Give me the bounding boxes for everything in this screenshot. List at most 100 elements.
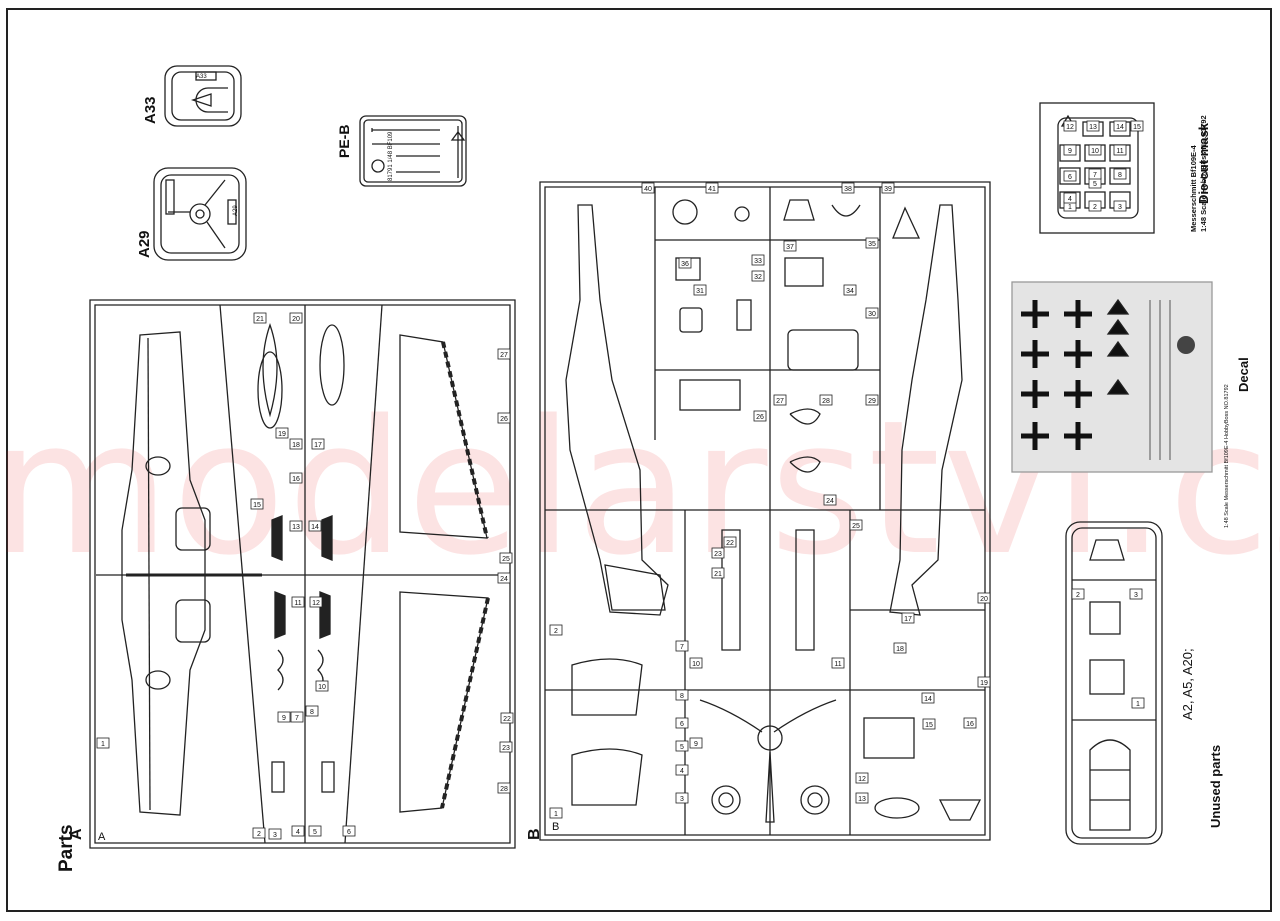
- part-number: 18: [292, 442, 300, 449]
- number-tag-box: [675, 792, 689, 804]
- number-tag-box: [675, 740, 689, 752]
- part-number: 9: [1068, 148, 1072, 155]
- number-tag-box: [711, 547, 725, 559]
- part-number: 27: [500, 352, 508, 359]
- number-tag-box: [308, 520, 322, 532]
- part-number: 40: [644, 186, 652, 193]
- part-number: 13: [858, 796, 866, 803]
- number-tag-box: [497, 782, 511, 794]
- a29-label: A29: [136, 230, 153, 258]
- decal-sheet: [1011, 281, 1213, 473]
- number-tag-box: [841, 182, 855, 194]
- number-tag-box: [723, 536, 737, 548]
- number-tag-box: [499, 741, 513, 753]
- number-tag-box: [1113, 120, 1127, 132]
- number-tag-box: [831, 657, 845, 669]
- part-number: 25: [502, 556, 510, 563]
- part-number: 9: [282, 715, 286, 722]
- number-tag-box: [497, 412, 511, 424]
- mask-title-line2: 1:48 Scale HobbyBoss NO.81792: [1199, 115, 1208, 232]
- number-tag-box: [675, 689, 689, 701]
- part-number: 3: [1134, 592, 1138, 599]
- number-tag-box: [881, 182, 895, 194]
- page-frame: [6, 8, 1272, 912]
- part-number: 12: [312, 600, 320, 607]
- part-number: 23: [502, 745, 510, 752]
- number-tag-box: [291, 596, 305, 608]
- part-number: 15: [1133, 124, 1141, 131]
- part-number: 14: [1116, 124, 1124, 131]
- decal-label: Decal: [1236, 357, 1251, 392]
- part-number: 36: [681, 261, 689, 268]
- number-tag-box: [675, 640, 689, 652]
- part-number: 21: [256, 316, 264, 323]
- pe-fret-text: 81791 1/48 BF109: [388, 131, 394, 181]
- part-number: 39: [884, 186, 892, 193]
- number-tag-box: [855, 772, 869, 784]
- part-number: 8: [1118, 172, 1122, 179]
- part-number: 32: [754, 274, 762, 281]
- part-number: 14: [311, 524, 319, 531]
- part-number: 10: [1091, 148, 1099, 155]
- unused-parts-label: Unused parts: [1208, 744, 1223, 828]
- number-tag-box: [977, 592, 991, 604]
- part-number: 15: [253, 502, 261, 509]
- part-number: 2: [257, 831, 261, 838]
- number-tag-box: [865, 237, 879, 249]
- number-tag-box: [823, 494, 837, 506]
- part-number: 4: [680, 768, 684, 775]
- part-number: 4: [1068, 196, 1072, 203]
- part-number: 2: [1076, 592, 1080, 599]
- part-number: 28: [500, 786, 508, 793]
- part-number: 10: [318, 684, 326, 691]
- number-tag-box: [1129, 588, 1143, 600]
- sprue-a: [89, 299, 516, 849]
- number-tag-box: [1071, 588, 1085, 600]
- number-tag-box: [250, 498, 264, 510]
- decal-sheet-text: 1:48 Scale Messerschmitt Bf109E-4 HobbyB…: [1224, 384, 1230, 528]
- part-number: 1: [554, 811, 558, 818]
- number-tag-box: [289, 438, 303, 450]
- number-tag-box: [711, 567, 725, 579]
- part-number: 8: [680, 693, 684, 700]
- number-tag-box: [705, 182, 719, 194]
- part-number: 6: [347, 829, 351, 836]
- part-number: 21: [714, 571, 722, 578]
- part-number: 22: [503, 716, 511, 723]
- pe-b-label: PE-B: [336, 124, 352, 158]
- number-tag-box: [315, 680, 329, 692]
- number-tag-box: [1063, 170, 1077, 182]
- number-tag-box: [675, 717, 689, 729]
- part-number: 17: [904, 616, 912, 623]
- number-tag-box: [751, 270, 765, 282]
- sprue-b-tag: B: [552, 821, 559, 833]
- part-number: 33: [754, 258, 762, 265]
- part-number: 7: [680, 644, 684, 651]
- unused-parts-list: A2, A5, A20;: [1180, 648, 1195, 720]
- number-tag-box: [865, 394, 879, 406]
- number-tag-box: [1088, 144, 1102, 156]
- part-number: 6: [1068, 174, 1072, 181]
- number-tag-box: [893, 642, 907, 654]
- number-tag-box: [499, 552, 513, 564]
- number-tag-box: [500, 712, 514, 724]
- part-number: 28: [822, 398, 830, 405]
- part-number: 7: [295, 715, 299, 722]
- number-tag-box: [1113, 144, 1127, 156]
- sprue-b-label: B: [526, 828, 543, 840]
- number-tag-box: [308, 825, 322, 837]
- part-number: 12: [1066, 124, 1074, 131]
- part-number: 20: [980, 596, 988, 603]
- number-tag-box: [290, 711, 304, 723]
- part-number: 2: [554, 628, 558, 635]
- number-tag-box: [275, 427, 289, 439]
- number-tag-box: [289, 472, 303, 484]
- part-number: 2: [1093, 204, 1097, 211]
- number-tag-box: [773, 394, 787, 406]
- number-tag-box: [921, 692, 935, 704]
- number-tag-box: [977, 676, 991, 688]
- a33-tag: A33: [196, 74, 207, 80]
